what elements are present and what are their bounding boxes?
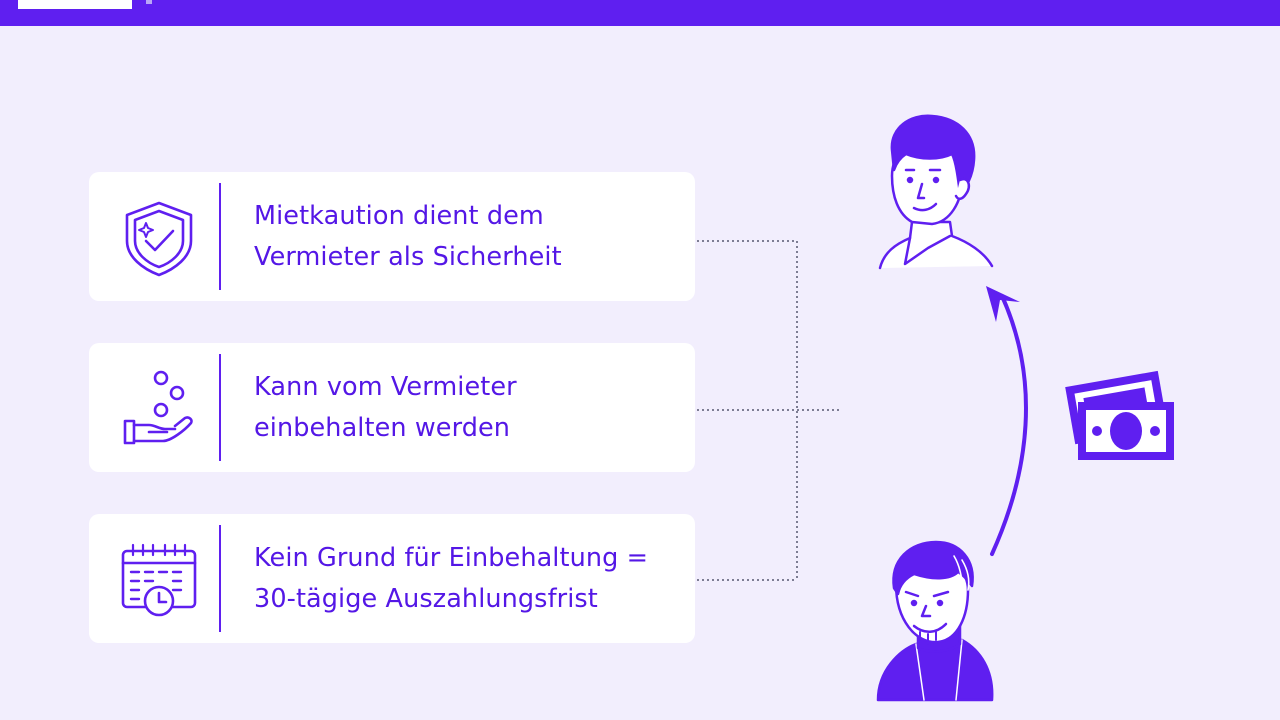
coins-hand-icon <box>119 368 199 448</box>
tenant-avatar <box>876 540 994 702</box>
card-text-line-1: Kann vom Vermieter <box>254 371 517 402</box>
shield-check-icon <box>119 197 199 277</box>
money-bills-icon <box>1065 370 1174 460</box>
logo <box>18 0 132 9</box>
card-divider <box>219 183 221 290</box>
card-divider <box>219 525 221 632</box>
payment-arrow <box>986 286 1028 556</box>
card-text: Mietkaution dient dem Vermieter als Sich… <box>254 172 684 301</box>
logo-accent <box>146 0 152 4</box>
card-text-line-1: Kein Grund für Einbehaltung = <box>254 542 649 573</box>
calendar-clock-icon <box>119 539 199 619</box>
card-text-line-1: Mietkaution dient dem <box>254 200 544 231</box>
card-text-line-2: Vermieter als Sicherheit <box>254 241 562 272</box>
card-divider <box>219 354 221 461</box>
landlord-avatar <box>878 114 994 270</box>
card-text: Kein Grund für Einbehaltung = 30-tägige … <box>254 514 684 643</box>
card-text: Kann vom Vermieter einbehalten werden <box>254 343 684 472</box>
info-card-security: Mietkaution dient dem Vermieter als Sich… <box>89 172 695 301</box>
card-text-line-2: 30-tägige Auszahlungsfrist <box>254 583 598 614</box>
header-bar <box>0 0 1280 26</box>
info-card-retention: Kann vom Vermieter einbehalten werden <box>89 343 695 472</box>
card-text-line-2: einbehalten werden <box>254 412 511 443</box>
info-card-payout-deadline: Kein Grund für Einbehaltung = 30-tägige … <box>89 514 695 643</box>
